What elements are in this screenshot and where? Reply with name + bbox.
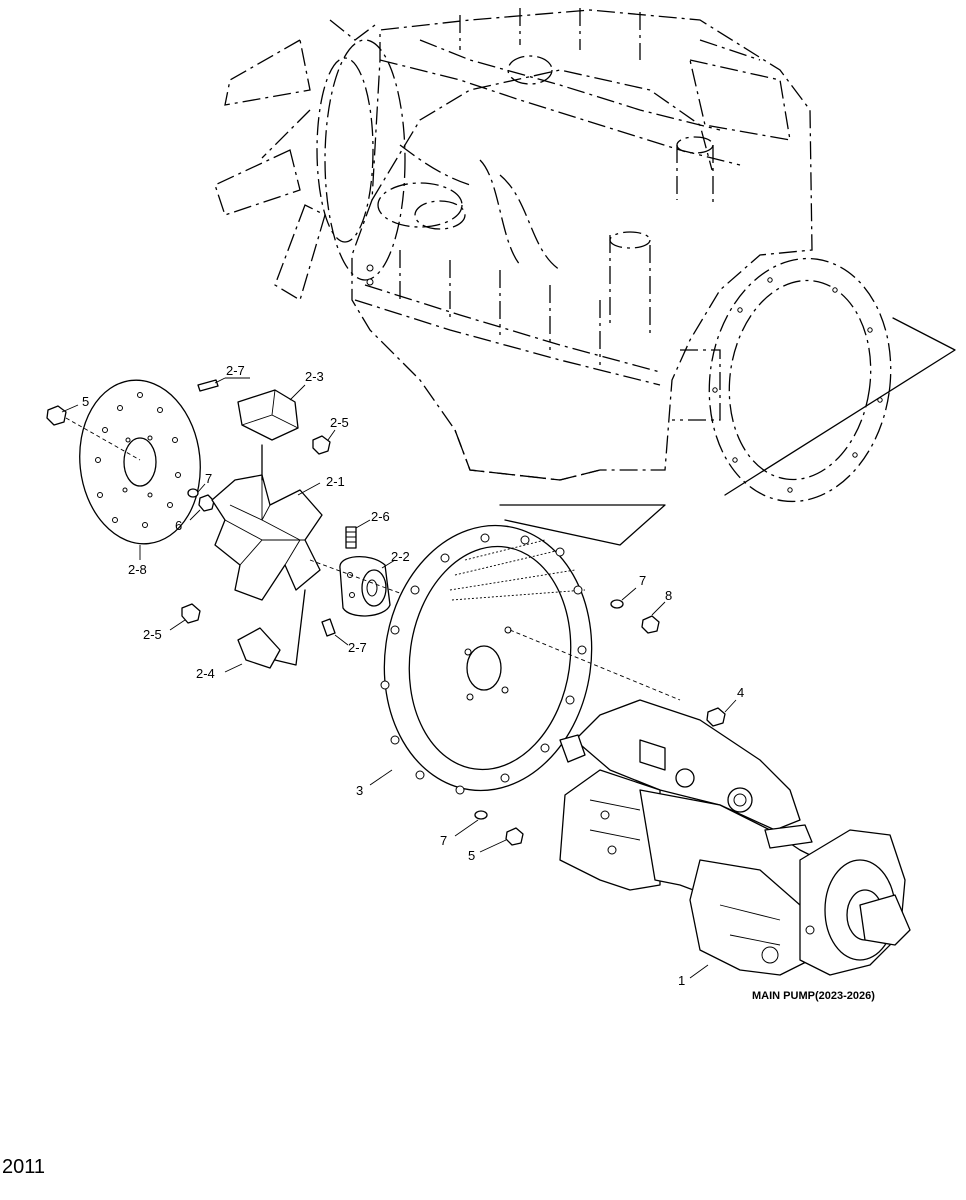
clamp-block-2-4 <box>237 627 281 669</box>
callout-5a: 5 <box>82 394 89 409</box>
callout-2-1: 2-1 <box>326 474 345 489</box>
callout-7a: 7 <box>205 471 212 486</box>
set-screw-2-6 <box>345 526 357 549</box>
nut-2-5a <box>312 435 331 455</box>
rubber-coupling-element <box>211 474 323 601</box>
bolt-8 <box>641 615 660 634</box>
callout-8: 8 <box>665 588 672 603</box>
nut-6 <box>198 494 215 512</box>
callout-2-3: 2-3 <box>305 369 324 384</box>
washer-7 <box>187 488 199 498</box>
bolt-5b <box>505 827 524 846</box>
callout-7b: 7 <box>639 573 646 588</box>
coupling-disc <box>79 379 201 545</box>
engine-phantom <box>214 8 892 503</box>
callout-2-4: 2-4 <box>196 666 215 681</box>
coupling-hub <box>339 555 391 617</box>
spring-pin-2-7a <box>197 379 219 392</box>
callout-4: 4 <box>737 685 744 700</box>
alignment-plane-lower <box>499 504 666 546</box>
spring-pin-2-7b <box>321 618 336 637</box>
diagram-caption: MAIN PUMP(2023-2026) <box>752 990 875 1002</box>
washer-7b <box>610 599 624 609</box>
callout-2-5a: 2-5 <box>330 415 349 430</box>
callout-2-2: 2-2 <box>391 549 410 564</box>
clamp-block-2-3 <box>237 389 299 441</box>
housing-bolt-holes <box>712 277 883 493</box>
callout-6: 6 <box>175 518 182 533</box>
plate-bolt-holes <box>380 533 587 795</box>
nut-2-5b <box>181 603 201 624</box>
callout-2-7b: 2-7 <box>348 640 367 655</box>
callout-2-8: 2-8 <box>128 562 147 577</box>
callout-leaders <box>61 377 737 979</box>
callout-labels: 2-7 2-3 5 2-5 2-1 7 6 2-6 2-2 2-8 2-5 2-… <box>82 363 744 988</box>
page-number: 2011 <box>2 1156 46 1178</box>
callout-1: 1 <box>678 973 685 988</box>
callout-5b: 5 <box>468 848 475 863</box>
washer-7c <box>474 810 488 820</box>
bolt-4 <box>706 707 726 727</box>
callout-3: 3 <box>356 783 363 798</box>
main-pump <box>559 699 911 976</box>
alignment-plane <box>724 317 956 496</box>
callout-7c: 7 <box>440 833 447 848</box>
callout-2-7a: 2-7 <box>226 363 245 378</box>
hex-bolt-5 <box>46 405 141 461</box>
adapter-plate <box>380 524 593 795</box>
callout-2-5b: 2-5 <box>143 627 162 642</box>
callout-2-6: 2-6 <box>371 509 390 524</box>
